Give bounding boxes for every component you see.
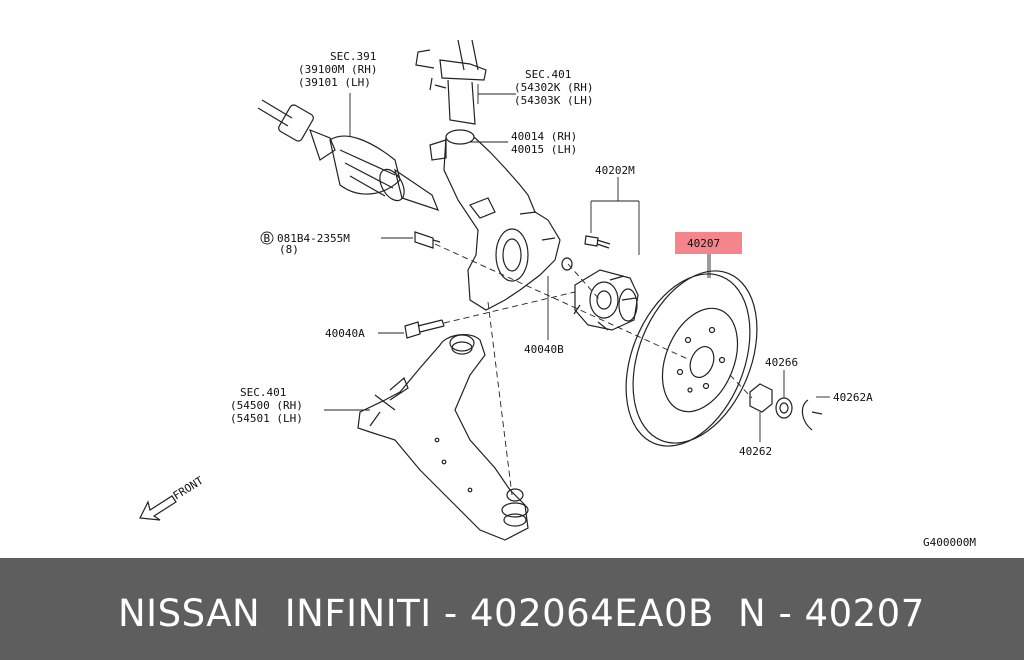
label-sec401a-lh: (54303K (LH) xyxy=(514,94,593,107)
hub-drawing xyxy=(573,269,639,331)
leader-lines xyxy=(324,84,830,442)
footer-part-number: NISSAN INFINITI - 402064EA0B xyxy=(118,592,714,635)
label-40202m: 40202M xyxy=(595,164,635,177)
label-bolt-code: 081B4-2355M xyxy=(277,232,350,245)
label-40014: 40014 (RH) xyxy=(511,130,577,143)
label-40266: 40266 xyxy=(765,356,798,369)
label-sec391-lh: (39101 (LH) xyxy=(298,76,371,89)
label-40015: 40015 (LH) xyxy=(511,143,577,156)
parts-diagram: SEC.391 (39100M (RH) (39101 (LH) SEC.401… xyxy=(139,39,977,549)
label-sec401b-rh: (54500 (RH) xyxy=(230,399,303,412)
label-front: FRONT xyxy=(171,474,206,503)
label-sec391-rh: (39100M (RH) xyxy=(298,63,377,76)
label-40207: 40207 xyxy=(687,237,720,250)
label-bolt-qty: (8) xyxy=(279,243,299,256)
label-bolt-mark: B xyxy=(264,232,271,245)
disc-rotor-drawing xyxy=(625,270,758,447)
label-40040b: 40040B xyxy=(524,343,564,356)
footer-bar: NISSAN INFINITI - 402064EA0B N - 40207 xyxy=(0,558,1024,660)
label-40262: 40262 xyxy=(739,445,772,458)
lower-arm-drawing xyxy=(357,333,529,541)
bolts-drawing xyxy=(404,231,611,339)
label-40040a: 40040A xyxy=(325,327,365,340)
label-sec401a-title: SEC.401 xyxy=(525,68,571,81)
highlight-box xyxy=(675,232,742,254)
knuckle-drawing xyxy=(429,129,561,311)
drive-shaft-drawing xyxy=(257,99,440,211)
label-sec401b-title: SEC.401 xyxy=(240,386,286,399)
label-sec401a-rh: (54302K (RH) xyxy=(514,81,593,94)
label-drawing-code: G400000M xyxy=(923,536,976,549)
front-arrow xyxy=(139,495,177,521)
exploded-view-drawing: SEC.391 (39100M (RH) (39101 (LH) SEC.401… xyxy=(139,39,976,549)
label-sec391-title: SEC.391 xyxy=(330,50,376,63)
label-40262a: 40262A xyxy=(833,391,873,404)
strut-drawing xyxy=(415,39,487,125)
footer-reference: N - 40207 xyxy=(738,592,925,635)
label-sec401b-lh: (54501 (LH) xyxy=(230,412,303,425)
dash-lines xyxy=(434,243,753,496)
nut-drawing xyxy=(749,383,823,431)
